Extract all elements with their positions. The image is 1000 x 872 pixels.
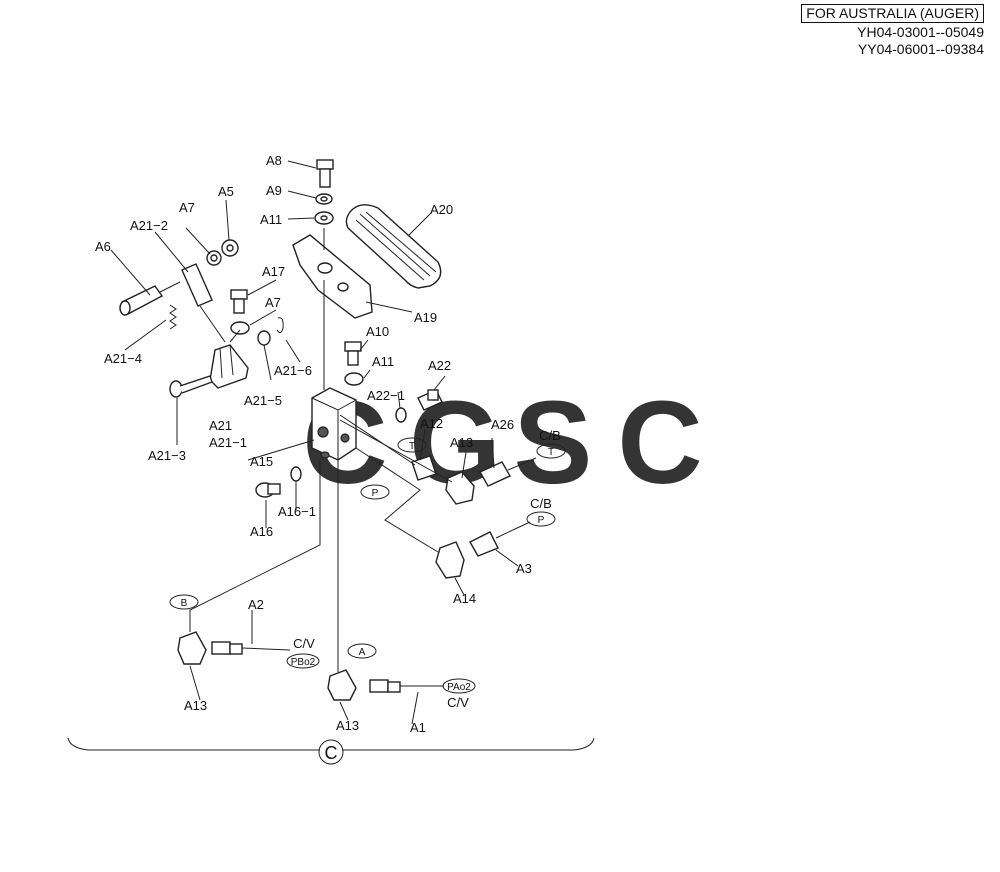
port-p-2: P (538, 515, 545, 526)
part-a13-elbow-bottom (327, 669, 357, 701)
label-a20: A20 (430, 202, 453, 217)
part-a13-elbow-left (177, 631, 207, 665)
watermark-letter-4: C (617, 377, 702, 509)
label-cv-2: C/V (447, 695, 469, 710)
part-a26-fitting (479, 457, 537, 487)
label-a1: A1 (410, 720, 426, 735)
label-a14: A14 (453, 591, 476, 606)
port-pbo2: PBo2 (291, 657, 316, 668)
label-a9: A9 (266, 183, 282, 198)
variant-label: FOR AUSTRALIA (AUGER) (801, 4, 984, 23)
part-a14-elbow (435, 541, 465, 579)
port-b: B (181, 598, 188, 609)
port-a: A (359, 647, 366, 658)
label-a13-bottom: A13 (336, 718, 359, 733)
part-a2-hose (211, 641, 291, 655)
label-a13-left: A13 (184, 698, 207, 713)
part-a22-fitting (417, 389, 443, 411)
label-a3: A3 (516, 561, 532, 576)
label-a15: A15 (250, 454, 273, 469)
leader-lines (110, 160, 519, 725)
port-badges: T T P P A B PBo2 PAo2 C/B C/B C/V C/V (169, 428, 566, 710)
label-a21-3: A21−3 (148, 448, 186, 463)
label-a13-center: A13 (450, 435, 473, 450)
label-a12: A12 (420, 416, 443, 431)
label-cb-1: C/B (539, 428, 561, 443)
part-a7-washer-2 (230, 321, 250, 335)
label-a17: A17 (262, 264, 285, 279)
part-a21-6-clip (276, 317, 284, 334)
label-cv-1: C/V (293, 636, 315, 651)
label-a16-1: A16−1 (278, 504, 316, 519)
part-a21-5-washer (257, 330, 271, 346)
label-a11-2: A11 (372, 354, 394, 369)
label-a5: A5 (218, 184, 234, 199)
part-a19-pedal-arm (292, 234, 373, 319)
watermark-letter-3: S (514, 377, 593, 509)
label-a10: A10 (366, 324, 389, 339)
part-a15-valve (311, 387, 357, 461)
label-a16: A16 (250, 524, 273, 539)
part-a6-pin (119, 281, 181, 316)
part-a20-pedal-pad (345, 204, 442, 289)
part-a13-elbow-center (445, 471, 475, 505)
label-a21-6: A21−6 (274, 363, 312, 378)
part-a21-3-pin (169, 375, 213, 398)
port-t-1: T (409, 441, 415, 452)
group-circle (318, 739, 344, 765)
port-t-2: T (548, 447, 554, 458)
part-a10-bolt (344, 341, 362, 366)
label-a11-1: A11 (260, 212, 282, 227)
label-a21-1: A21−1 (209, 435, 247, 450)
serial-range-1: YH04-03001--05049 (857, 24, 984, 40)
part-a21-2-bracket (181, 263, 213, 307)
label-a8: A8 (266, 153, 282, 168)
part-a8-bolt (316, 159, 334, 188)
part-a3-hose (469, 521, 531, 557)
label-a22: A22 (428, 358, 451, 373)
part-a16-1-oring (290, 466, 302, 482)
label-a2: A2 (248, 597, 264, 612)
part-a21-bracket (209, 344, 249, 389)
part-a21-4-spring (169, 304, 177, 330)
label-cb-2: C/B (530, 496, 552, 511)
label-a26: A26 (491, 417, 514, 432)
serial-range-2: YY04-06001--09384 (857, 41, 984, 57)
part-a11-washer-2 (344, 372, 364, 386)
port-p-1: P (372, 488, 379, 499)
group-label: C (325, 743, 338, 763)
label-a22-1: A22−1 (367, 388, 405, 403)
part-labels: A8 A9 A11 A20 A19 A7 A5 A21−2 A6 A17 A7 … (95, 153, 532, 735)
part-a12-fitting (411, 455, 437, 481)
label-a21-5: A21−5 (244, 393, 282, 408)
label-a19: A19 (414, 310, 437, 325)
part-a17-bolt (230, 289, 248, 314)
label-a7-1: A7 (179, 200, 195, 215)
label-a21-4: A21−4 (104, 351, 142, 366)
group-bracket (67, 737, 595, 751)
port-pao2: PAo2 (447, 682, 471, 693)
label-a21: A21 (209, 418, 232, 433)
label-a7-2: A7 (265, 295, 281, 310)
label-a21-2: A21−2 (130, 218, 168, 233)
part-a1-hose (369, 679, 444, 693)
label-a6: A6 (95, 239, 111, 254)
part-a22-1-oring (395, 407, 407, 423)
part-a16-bolt (255, 482, 281, 498)
